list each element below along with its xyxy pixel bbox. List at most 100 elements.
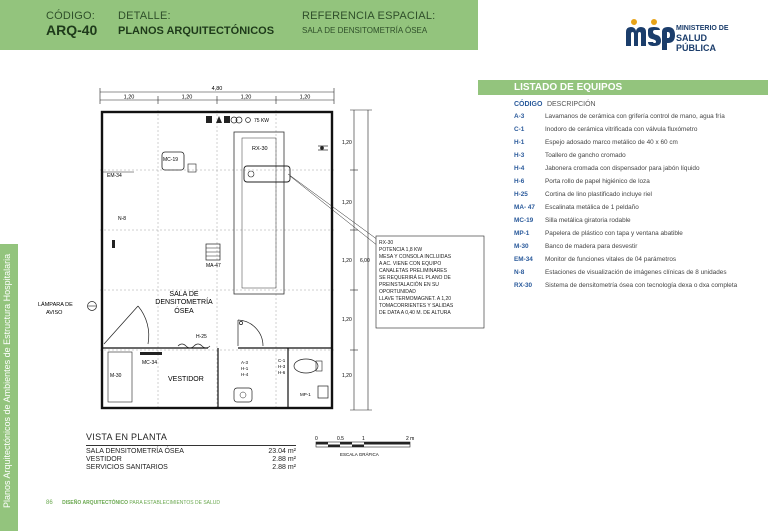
n8-unit [112, 240, 115, 248]
bath-left-2: H-1 [241, 366, 249, 371]
equipment-code: M-30 [514, 243, 529, 250]
rdim-4: 1,20 [342, 317, 352, 323]
equipment-desc: Monitor de funciones vitales de 04 parám… [545, 256, 677, 263]
equipment-desc: Estaciones de visualización de imágenes … [545, 269, 727, 276]
m30-label: M-30 [110, 373, 122, 379]
mp1-bin [317, 385, 329, 399]
scale-label: ESCALA GRÁFICA [340, 451, 379, 457]
header-band: CÓDIGO: ARQ-40 DETALLE: PLANOS ARQUITECT… [0, 0, 478, 50]
equipment-desc: Banco de madera para desvestir [545, 243, 638, 250]
equipment-header: CÓDIGO DESCRIPCIÓN [514, 101, 596, 108]
note-line-5: CANALETAS PRELIMINARES [379, 268, 448, 274]
rx30-label: RX-30 [252, 146, 268, 152]
code-label: CÓDIGO: [46, 10, 96, 22]
dim-2: 1,20 [182, 95, 193, 101]
msp-logo-icon [626, 19, 675, 50]
note-line-11: DE DATA A 0,40 M. DE ALTURA [379, 310, 451, 316]
mc19-label: MC-19 [163, 157, 178, 163]
note-line-4: A AC. VIENE CON EQUIPO [379, 261, 441, 267]
total-dim: 4,80 [212, 86, 223, 92]
equipment-desc: Papelera de plástico con tapa y ventana … [545, 230, 683, 237]
footer-bold: DISEÑO ARQUITECTÓNICO [62, 500, 129, 506]
equipment-code: MA- 47 [514, 204, 535, 211]
rdim-3: 1,20 [342, 258, 352, 264]
equipment-row: C-1 Inodoro de cerámica vitrificada con v… [514, 126, 754, 134]
scale-tick-3: 2 m [406, 436, 414, 442]
equipment-code: A-3 [514, 113, 525, 120]
rdim-2: 1,20 [342, 200, 352, 206]
plan-view-rule [86, 445, 296, 446]
note-line-1: RX-30 [379, 240, 393, 246]
dim-4: 1,20 [300, 95, 311, 101]
floor-plan: 4,80 1,20 1,20 1,20 1,20 1,20 1,20 1,20 … [38, 86, 485, 411]
equipment-col-code: CÓDIGO [514, 101, 543, 108]
equipment-code: H-4 [514, 165, 525, 172]
scale-tick-0: 0 [315, 436, 318, 442]
c1-tank [315, 360, 323, 372]
room-name-2: DENSITOMETRÍA [155, 297, 213, 306]
page-number: 86 [46, 500, 53, 506]
rx30-table-inner [241, 137, 277, 289]
note-line-10: TOMACORRIENTES Y SALIDAS [379, 303, 454, 309]
header-reference: REFERENCIA ESPACIAL: SALA DE DENSITOMETR… [302, 10, 435, 35]
equipment-row: H-1 Espejo adosado marco metálico de 40 x… [514, 139, 754, 147]
detail-value: PLANOS ARQUITECTÓNICOS [118, 25, 275, 37]
inner-door [237, 319, 264, 347]
note-line-7: PREINSTALACIÓN EN SU [379, 281, 439, 288]
m30-bench [107, 351, 133, 403]
lamp-label-2: AVISO [46, 310, 63, 316]
area-value: 2.88 m² [272, 464, 296, 471]
area-name: SALA DENSITOMETRÍA ÓSEA [86, 448, 184, 455]
a3-sink-bowl [239, 391, 247, 399]
n8-label: N-8 [118, 216, 126, 222]
note-leaders [287, 173, 379, 247]
logo-line-1: MINISTERIO DE [676, 25, 729, 32]
rdim-5: 1,20 [342, 373, 352, 379]
power-label: 75 KW [254, 118, 269, 124]
equipment-desc: Inodoro de cerámica vitrificada con válv… [545, 126, 698, 133]
graphic-scale: 0 0.5 1 2 m ESCALA GRÁFICA [315, 436, 414, 457]
equipment-row: A-3 Lavamanos de cerámica con grifería co… [514, 113, 754, 121]
detail-label: DETALLE: [118, 10, 171, 22]
plan-view-title: VISTA EN PLANTA [86, 432, 168, 442]
scale-tick-1: 0.5 [337, 436, 344, 442]
equipment-code: H-1 [514, 139, 525, 146]
bath-right-2: H-3 [278, 364, 286, 369]
equipment-code: MC-19 [514, 217, 534, 224]
equipment-desc: Cortina de lino plastificado incluye rie… [545, 191, 652, 198]
equipment-row: MP-1 Papelera de plástico con tapa y vent… [514, 230, 754, 238]
equipment-code: H-6 [514, 178, 525, 185]
vestidor-label: VESTIDOR [168, 376, 204, 383]
equipment-col-desc: DESCRIPCIÓN [546, 101, 596, 108]
rx30-arm-joint [247, 170, 255, 178]
bath-left-1: A-3 [241, 360, 249, 365]
equipment-code: C-1 [514, 126, 525, 133]
dim-1: 1,20 [124, 95, 135, 101]
equipment-desc: Espejo adosado marco metálico de 40 x 60… [545, 139, 678, 146]
rx30-arm [243, 165, 291, 183]
right-dimensions [350, 109, 372, 411]
footer-rest: PARA ESTABLECIMIENTOS DE SALUD [129, 500, 220, 506]
equipment-desc: Lavamanos de cerámica con grifería contr… [545, 113, 725, 120]
equipment-code: MP-1 [514, 230, 530, 237]
bath-right-3: H-6 [278, 370, 286, 375]
area-name: SERVICIOS SANITARIOS [86, 464, 168, 471]
walls [100, 110, 334, 410]
top-wall-symbols [206, 116, 251, 124]
note-line-8: OPORTUNIDAD [379, 289, 416, 295]
ma47-step [205, 243, 221, 261]
note-line-9: LLAVE TERMOMAGNET. A 1,20 [379, 296, 451, 302]
equipment-code: H-3 [514, 152, 525, 159]
equipment-desc: Sistema de densitometría ósea con tecnol… [545, 282, 738, 289]
lamp-label-1: LÁMPARA DE [38, 301, 73, 308]
equipment-code: N-8 [514, 269, 525, 276]
equipment-row: M-30 Banco de madera para desvestir [514, 243, 754, 251]
room-name-1: SALA DE [169, 291, 199, 298]
